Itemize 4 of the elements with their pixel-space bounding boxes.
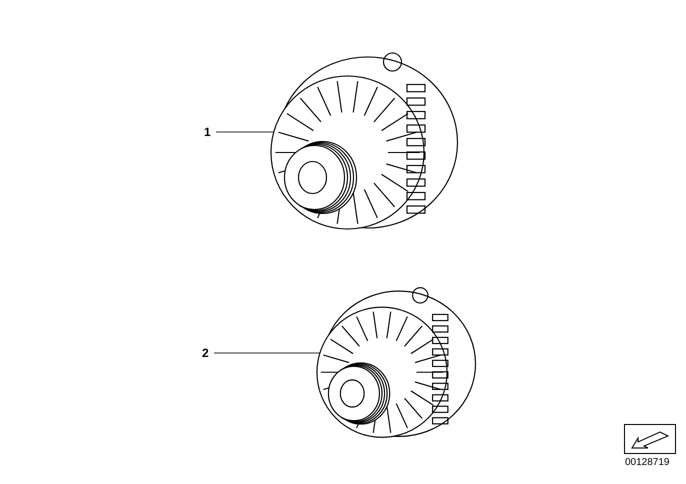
callout-number: 2 <box>202 346 209 360</box>
leader-line <box>214 352 321 354</box>
callout-number: 1 <box>204 125 211 139</box>
part-number: 00128719 <box>625 457 670 468</box>
